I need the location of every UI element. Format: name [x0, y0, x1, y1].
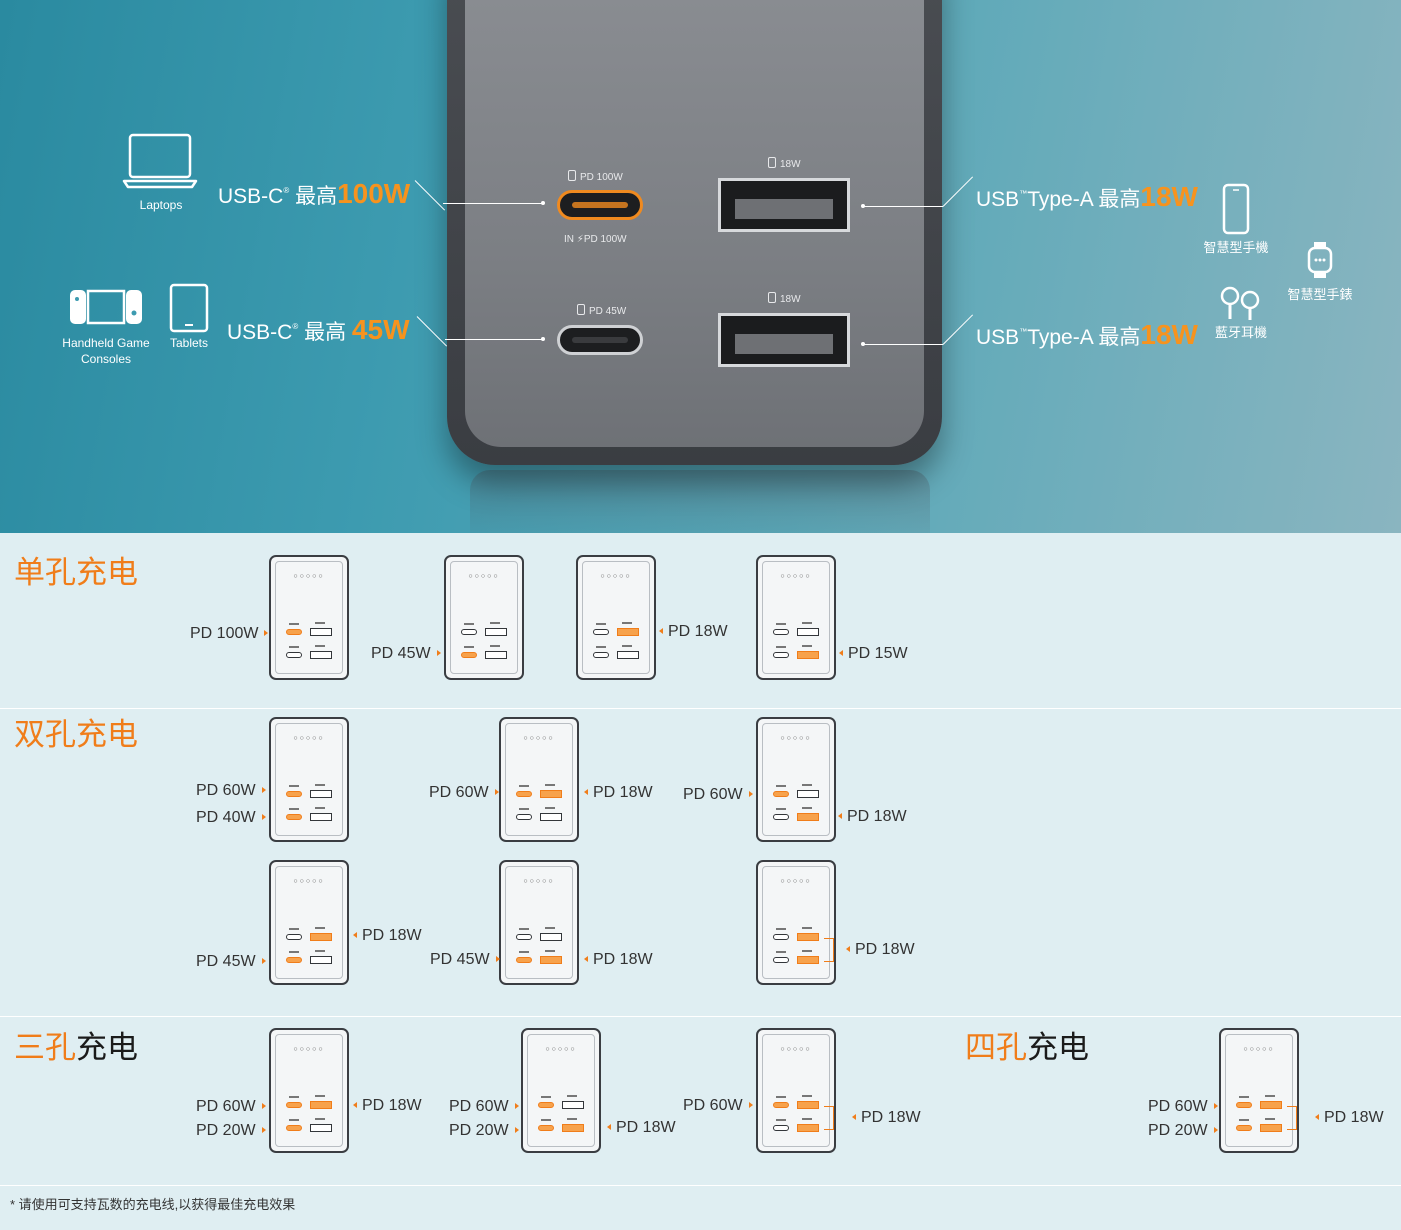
leader-line — [863, 344, 943, 345]
charger-diagram: ○○○○○ — [576, 555, 656, 680]
power-label: PD 20W — [1148, 1122, 1218, 1140]
single-port-title: 单孔充电 — [14, 555, 138, 590]
power-label: PD 18W — [838, 808, 907, 826]
charger-diagram: ○○○○○ — [269, 860, 349, 985]
power-label: PD 15W — [839, 645, 908, 663]
usb-c-100w-label: USB-C® 最高100W — [218, 178, 411, 209]
triple-port-title: 三孔充电 — [14, 1030, 138, 1065]
leader-dot — [541, 337, 545, 341]
power-label: PD 18W — [584, 784, 653, 802]
charger-diagram: ○○○○○ — [444, 555, 524, 680]
charger-diagram: ○○○○○ — [756, 1028, 836, 1153]
tablet-icon — [169, 283, 209, 333]
charger-diagram: ○○○○○ — [269, 1028, 349, 1153]
game-console-icon — [70, 289, 142, 325]
power-label: PD 45W — [371, 645, 441, 663]
power-label: PD 100W — [190, 625, 269, 643]
tablets-caption: Tablets — [169, 336, 209, 350]
footnote: * 请使用可支持瓦数的充电线,以获得最佳充电效果 — [10, 1197, 296, 1212]
power-label: PD 18W — [353, 1097, 422, 1115]
laptops-caption: Laptops — [139, 198, 183, 212]
port-a1-label: 18W — [768, 157, 801, 170]
power-label: PD 60W — [196, 1098, 266, 1116]
charger-diagram: ○○○○○ — [499, 860, 579, 985]
dual-port-title: 双孔充电 — [14, 717, 138, 752]
power-label: PD 18W — [607, 1119, 676, 1137]
power-label: PD 60W — [1148, 1098, 1218, 1116]
power-label: PD 60W — [449, 1098, 519, 1116]
port-c2-label: PD 45W — [577, 304, 626, 317]
power-label: PD 18W — [1315, 1109, 1384, 1127]
leader-diag — [416, 316, 448, 347]
earbuds-icon — [1220, 286, 1260, 320]
handheld-caption: Handheld Game Consoles — [62, 336, 150, 366]
smartwatch-icon — [1307, 242, 1333, 278]
charger-face — [465, 0, 924, 447]
charging-modes-panel: 单孔充电 双孔充电 三孔充电 四孔充电 ○○○○○ PD 100W ○○○○○ … — [0, 533, 1401, 1230]
usb-c-port-1 — [557, 190, 643, 220]
power-label: PD 20W — [196, 1122, 266, 1140]
hero-banner: PD 100W IN ⚡PD 100W PD 45W 18W 18W USB-C… — [0, 0, 1401, 533]
power-label: PD 45W — [430, 951, 500, 969]
power-label: PD 20W — [449, 1122, 519, 1140]
power-label: PD 40W — [196, 809, 266, 827]
charger-diagram: ○○○○○ — [756, 860, 836, 985]
leader-line — [445, 339, 543, 340]
usb-a-18w-label-2: USB™Type-A 最高18W — [976, 319, 1198, 350]
power-label: PD 18W — [584, 951, 653, 969]
section-divider — [0, 1185, 1401, 1186]
charger-reflection — [470, 470, 930, 533]
charger-diagram: ○○○○○ — [756, 717, 836, 842]
power-label: PD 45W — [196, 953, 266, 971]
charger-diagram: ○○○○○ — [269, 717, 349, 842]
power-label: PD 18W — [659, 623, 728, 641]
usb-c-port-2 — [557, 325, 643, 355]
charger-body — [447, 0, 942, 465]
leader-line — [863, 206, 943, 207]
leader-line — [443, 203, 543, 204]
charger-diagram: ○○○○○ — [499, 717, 579, 842]
power-label: PD 60W — [429, 784, 499, 802]
port-c1-label: PD 100W — [568, 170, 623, 183]
usb-a-18w-label-1: USB™Type-A 最高18W — [976, 181, 1198, 212]
earbuds-caption: 藍牙耳機 — [1214, 325, 1267, 340]
charger-diagram: ○○○○○ — [1219, 1028, 1299, 1153]
power-label: PD 18W — [353, 927, 422, 945]
section-divider — [0, 1016, 1401, 1017]
smartphone-caption: 智慧型手機 — [1203, 240, 1269, 255]
smartphone-icon — [1222, 183, 1250, 235]
usb-a-port-2 — [718, 313, 850, 367]
power-label: PD 60W — [683, 1097, 753, 1115]
power-label: PD 60W — [196, 782, 266, 800]
charger-diagram: ○○○○○ — [521, 1028, 601, 1153]
power-label: PD 60W — [683, 786, 753, 804]
power-label: PD 18W — [852, 1109, 921, 1127]
port-c1-input-label: IN ⚡PD 100W — [564, 234, 627, 245]
leader-diag — [942, 314, 974, 345]
usb-c-45w-label: USB-C® 最高 45W — [227, 314, 410, 345]
quad-port-title: 四孔充电 — [965, 1030, 1089, 1065]
leader-diag — [414, 180, 446, 211]
charger-diagram: ○○○○○ — [756, 555, 836, 680]
laptop-icon — [122, 133, 198, 189]
power-label: PD 18W — [846, 941, 915, 959]
usb-a-port-1 — [718, 178, 850, 232]
smartwatch-caption: 智慧型手錶 — [1287, 287, 1353, 302]
leader-dot — [541, 201, 545, 205]
charger-diagram: ○○○○○ — [269, 555, 349, 680]
section-divider — [0, 708, 1401, 709]
port-a2-label: 18W — [768, 292, 801, 305]
leader-diag — [942, 176, 974, 207]
